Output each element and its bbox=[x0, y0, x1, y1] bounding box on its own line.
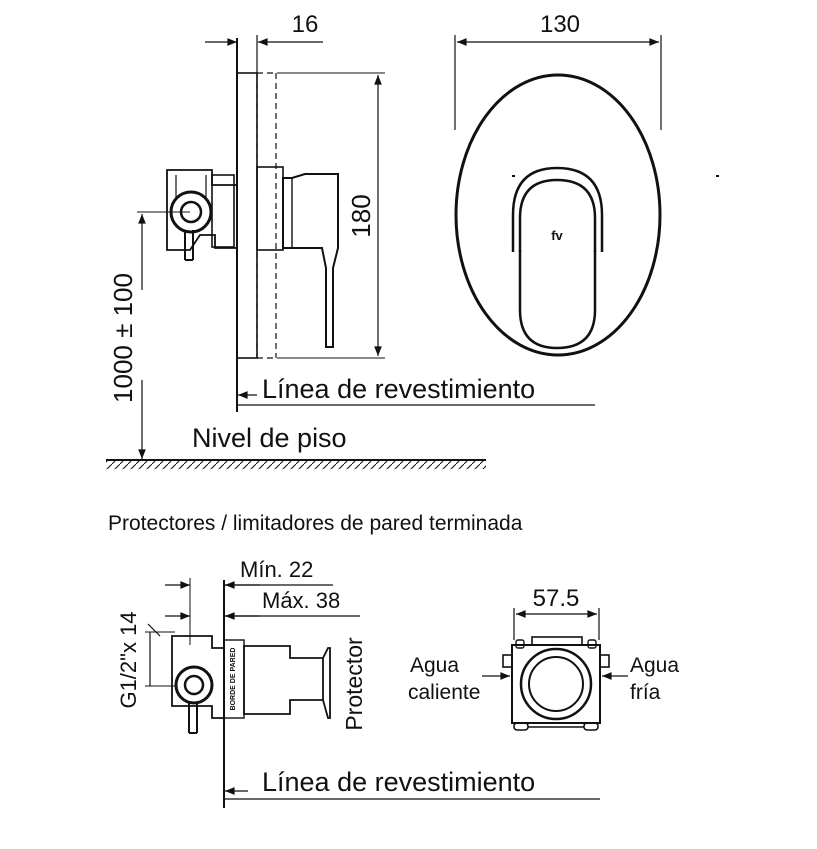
handle-lever-front bbox=[518, 250, 597, 350]
lever-handle-side bbox=[282, 173, 339, 348]
dim-depth-16: 16 bbox=[292, 11, 319, 38]
protector-body bbox=[243, 645, 324, 715]
bottom-side-view: Mín. 22 Máx. 38 G1/2"x 14 BORDE DE PARED… bbox=[116, 557, 600, 808]
label-hot-water-1: Agua bbox=[410, 654, 459, 677]
cover-plate-oval bbox=[454, 73, 662, 357]
label-protector: Protector bbox=[341, 637, 367, 731]
floor-hatch bbox=[106, 460, 486, 469]
label-floor-level: Nivel de piso bbox=[192, 423, 347, 453]
handle-hood bbox=[511, 166, 604, 252]
bottom-front-view: 57.5 Agua caliente Agua fría bbox=[408, 585, 679, 731]
dim-min-22: Mín. 22 bbox=[240, 557, 313, 582]
section-title: Protectores / limitadores de pared termi… bbox=[108, 512, 523, 535]
dim-width-130: 130 bbox=[540, 11, 580, 38]
dim-height-180: 180 bbox=[346, 194, 376, 237]
dim-max-38: Máx. 38 bbox=[262, 588, 340, 613]
top-side-view: 16 180 1000 ± 100 Línea de revestimiento bbox=[106, 11, 595, 469]
dim-install-height: 1000 ± 100 bbox=[108, 273, 138, 403]
top-front-view: 130 fv bbox=[454, 11, 719, 357]
label-hot-water-2: caliente bbox=[408, 681, 480, 704]
cartridge bbox=[256, 166, 284, 251]
label-cold-water-1: Agua bbox=[630, 654, 679, 677]
cover-plate bbox=[236, 72, 258, 359]
box-outer-ring bbox=[519, 647, 593, 721]
dim-box-width: 57.5 bbox=[533, 585, 580, 612]
inlet-pipe-circle-bottom bbox=[174, 665, 214, 705]
label-cladding-line-bottom: Línea de revestimiento bbox=[262, 767, 535, 797]
mounting-box bbox=[511, 644, 601, 724]
label-cold-water-2: fría bbox=[630, 681, 661, 704]
dim-thread: G1/2"x 14 bbox=[116, 611, 141, 708]
label-cladding-line-top: Línea de revestimiento bbox=[262, 374, 535, 404]
brand-logo: fv bbox=[551, 228, 563, 243]
label-wall-edge: BORDE DE PARED bbox=[230, 648, 237, 711]
